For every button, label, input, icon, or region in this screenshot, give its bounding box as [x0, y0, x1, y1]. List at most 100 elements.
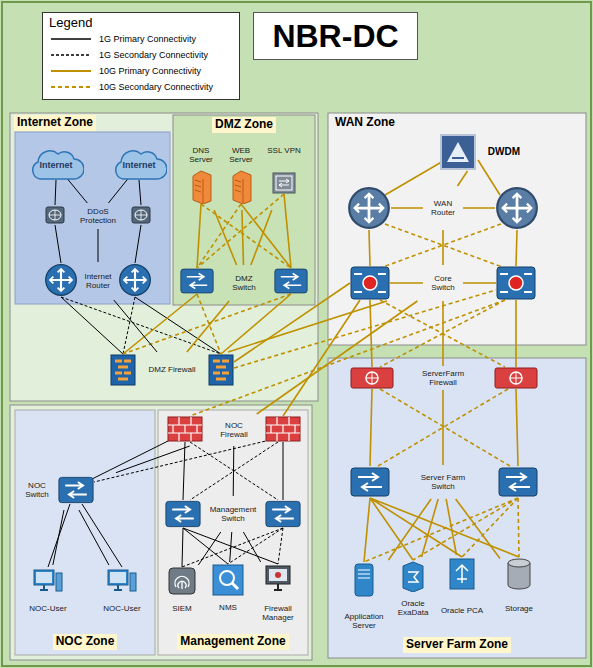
- device-pair: DDoS Protection: [42, 203, 154, 229]
- fwred-icon: [266, 417, 300, 441]
- legend-row: 10G Secondary Connectivity: [49, 79, 233, 95]
- network-wire: [61, 297, 283, 567]
- legend-text: 1G Secondary Connectivity: [99, 50, 208, 60]
- device-label: Oracle ExaData: [392, 599, 434, 617]
- device-label: WAN Router: [423, 199, 463, 217]
- fwm-icon: [266, 566, 290, 590]
- sffw-icon: [495, 368, 537, 388]
- device-pair: Server Farm Switch: [348, 465, 538, 499]
- network-link: [98, 229, 99, 262]
- device-label: DNS Server: [183, 146, 219, 164]
- zone-panel: DMZ ZoneDNS ServerWEB ServerSSL VPNDMZ S…: [173, 115, 315, 305]
- network-link: [114, 300, 157, 352]
- cloud-label: Internet: [122, 160, 155, 170]
- device-pair: WAN Router: [345, 186, 541, 230]
- workstation-node: NOC-User: [98, 565, 146, 613]
- network-link: [214, 210, 237, 265]
- zone-title: Server Farm Zone: [403, 637, 511, 653]
- vpn-icon: [273, 173, 295, 193]
- pc-icon: [34, 570, 62, 591]
- server-node: Application Server: [338, 560, 390, 630]
- app-icon: [355, 564, 373, 596]
- cloud-node: Internet: [113, 152, 165, 178]
- legend-row: 1G Primary Connectivity: [49, 31, 233, 47]
- device-label: SIEM: [172, 604, 192, 613]
- network-link: [108, 178, 128, 203]
- device-pair: DMZ Switch: [178, 265, 310, 301]
- zone-background: [158, 410, 308, 655]
- network-link: [243, 532, 260, 562]
- zone-background: [15, 410, 155, 655]
- server-node: DNS Server: [181, 146, 221, 210]
- device-node: DWDM: [440, 133, 520, 171]
- legend-line: [51, 86, 91, 88]
- device-label: DMZ Firewall: [148, 365, 195, 374]
- network-link: [228, 301, 387, 352]
- network-wire: [123, 160, 519, 562]
- legend-box: Legend1G Primary Connectivity1G Secondar…: [42, 12, 240, 100]
- device-label: WEB Server: [223, 146, 259, 164]
- legend-text: 10G Primary Connectivity: [99, 66, 201, 76]
- zone-panel: Internet Zone DMZ ZoneDNS ServerWEB Serve…: [10, 113, 318, 401]
- legend-sample: [49, 34, 93, 44]
- network-link: [187, 301, 229, 352]
- legend-row: 1G Secondary Connectivity: [49, 47, 233, 63]
- network-link: [79, 510, 109, 565]
- cloud-icon: [33, 151, 84, 179]
- zone-panel: WAN ZoneDWDMWAN RouterCore Switch: [328, 113, 586, 345]
- zone-background: [328, 358, 586, 658]
- network-link: [442, 230, 444, 265]
- network-link: [53, 510, 64, 565]
- network-link: [233, 446, 235, 496]
- legend-line: [51, 38, 91, 40]
- network-link: [198, 532, 220, 565]
- legend-text: 10G Secondary Connectivity: [99, 82, 213, 92]
- switch-icon: [351, 468, 389, 496]
- siem-icon: [169, 568, 195, 594]
- device-label: DDoS Protection: [75, 207, 121, 225]
- network-link: [422, 499, 439, 557]
- device-label: NOC Firewall: [214, 421, 254, 439]
- network-link: [251, 210, 272, 265]
- zone-background: [15, 132, 170, 304]
- network-link: [442, 390, 444, 465]
- device-label: Management Switch: [203, 505, 263, 523]
- switch-icon: [59, 477, 93, 502]
- switch-icon: [181, 269, 213, 293]
- device-label: ServerFarm Firewall: [411, 369, 475, 387]
- router-icon: [46, 265, 77, 296]
- device-pair: DMZ Firewall: [108, 352, 236, 388]
- wan-icon: [349, 188, 389, 228]
- server-node: Oracle PCA: [439, 555, 485, 615]
- router-icon: [120, 265, 151, 296]
- server-node: WEB Server: [221, 146, 261, 210]
- network-link: [116, 446, 190, 473]
- zone-title: NOC Zone: [53, 634, 118, 650]
- exa-icon: [403, 562, 423, 592]
- device-pair: Management Switch: [163, 496, 303, 532]
- network-link: [388, 499, 431, 560]
- device-pair: NOC Firewall: [165, 414, 303, 446]
- device-label: NMS: [219, 603, 237, 612]
- network-link: [458, 171, 468, 186]
- device-label: DWDM: [488, 146, 520, 158]
- pca-icon: [450, 559, 474, 589]
- server-icon: [233, 171, 251, 204]
- zone-title: Internet Zone: [14, 115, 96, 131]
- zone-title: Management Zone: [177, 634, 288, 650]
- sffw-icon: [351, 368, 393, 388]
- switch-icon: [499, 468, 537, 496]
- legend-line: [51, 54, 91, 56]
- device-label: Core Switch: [423, 274, 463, 292]
- device-pair: Internet Router: [40, 262, 156, 300]
- device-label: Storage: [505, 604, 533, 613]
- pc-icon: [108, 570, 136, 591]
- legend-row: 10G Primary Connectivity: [49, 63, 233, 79]
- device-label: Firewall Manager: [252, 604, 304, 622]
- legend-text: 1G Primary Connectivity: [99, 34, 196, 44]
- tool-node: SIEM: [164, 565, 200, 613]
- storage-icon: [508, 559, 530, 589]
